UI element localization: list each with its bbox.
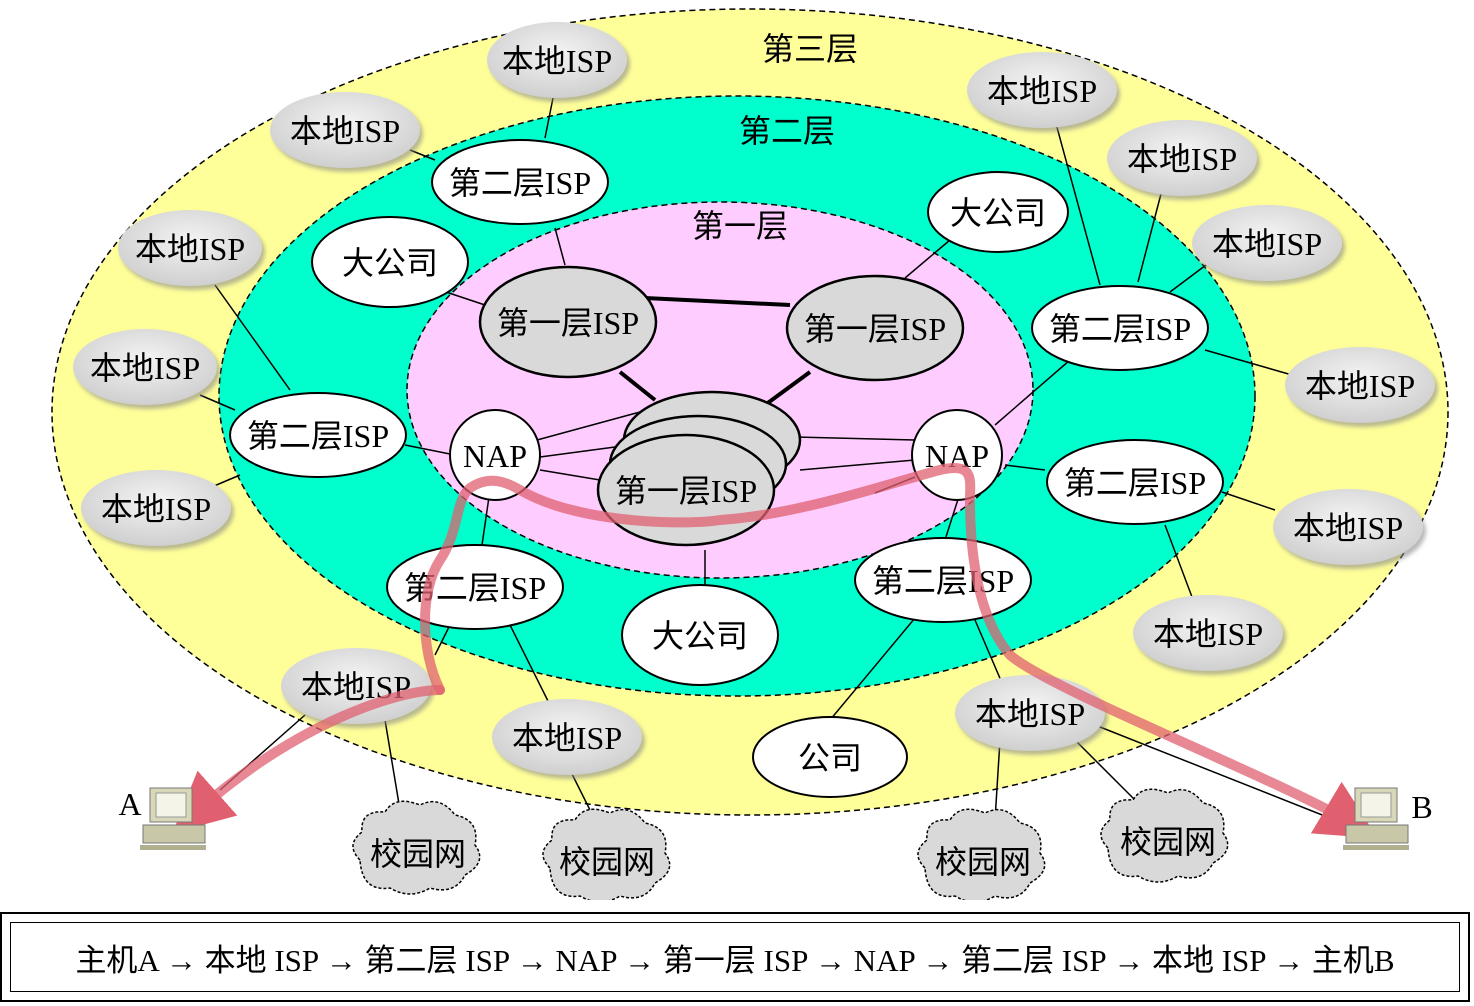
host-b-computer-icon xyxy=(1343,787,1409,850)
svg-text:本地ISP: 本地ISP xyxy=(290,113,400,149)
big-company-node: 大公司 xyxy=(311,216,469,308)
tier2-isp-node: 第二层ISP xyxy=(1046,439,1224,525)
path-to-host-a xyxy=(172,685,445,833)
layer3-label: 第三层 xyxy=(762,31,858,67)
nap-node: NAP xyxy=(911,409,1003,501)
svg-text:校园网: 校园网 xyxy=(370,836,466,872)
svg-text:本地ISP: 本地ISP xyxy=(101,491,211,527)
svg-text:第一层ISP: 第一层ISP xyxy=(615,473,757,509)
local-isp-node: 本地ISP xyxy=(73,329,217,405)
layer1-label: 第一层 xyxy=(692,208,788,244)
svg-text:第二层ISP: 第二层ISP xyxy=(872,563,1014,599)
tier1-isp-node: 第一层ISP xyxy=(478,265,658,379)
tier1-isp-nodes: 第一层ISP 第一层ISP 第一层ISP xyxy=(478,265,965,547)
company-node: 公司 xyxy=(752,716,908,798)
local-isp-node: 本地ISP xyxy=(955,675,1105,751)
campus-nodes: 校园网 校园网 校园网 校园网 xyxy=(352,788,1229,900)
local-isp-node: 本地ISP xyxy=(1107,120,1257,196)
local-isp-node: 本地ISP xyxy=(1285,347,1435,423)
tier2-isp-node: 第二层ISP xyxy=(431,139,609,225)
svg-text:NAP: NAP xyxy=(463,438,527,474)
path-a-to-b xyxy=(420,463,1378,839)
tier2-isp-node: 第二层ISP xyxy=(229,392,407,478)
svg-text:校园网: 校园网 xyxy=(559,844,655,880)
svg-text:本地ISP: 本地ISP xyxy=(975,696,1085,732)
local-isp-node: 本地ISP xyxy=(967,52,1117,128)
svg-text:本地ISP: 本地ISP xyxy=(1212,226,1322,262)
local-isp-node: 本地ISP xyxy=(492,699,642,775)
path-caption-box: 主机A → 本地 ISP → 第二层 ISP → NAP → 第一层 ISP →… xyxy=(0,912,1470,1002)
svg-text:本地ISP: 本地ISP xyxy=(1127,141,1237,177)
svg-text:第一层ISP: 第一层ISP xyxy=(804,311,946,347)
host-b-label: B xyxy=(1411,789,1432,825)
local-isp-node: 本地ISP xyxy=(1192,205,1342,281)
svg-text:本地ISP: 本地ISP xyxy=(90,350,200,386)
tier2-isp-node: 第二层ISP xyxy=(1031,285,1209,371)
tier2-isp-node: 第二层ISP xyxy=(854,537,1032,623)
tier2-isp-node: 第二层ISP xyxy=(386,544,564,630)
big-company-nodes: 大公司 大公司 大公司 xyxy=(311,171,1069,686)
campus-cloud: 校园网 xyxy=(542,808,671,900)
local-isp-node: 本地ISP xyxy=(487,22,627,98)
path-caption: 主机A → 本地 ISP → 第二层 ISP → NAP → 第一层 ISP →… xyxy=(10,922,1460,992)
big-company-node: 大公司 xyxy=(621,584,779,686)
nap-nodes: NAP NAP xyxy=(449,409,1003,501)
svg-text:本地ISP: 本地ISP xyxy=(1153,616,1263,652)
svg-text:校园网: 校园网 xyxy=(1120,824,1216,860)
local-isp-node: 本地ISP xyxy=(81,470,231,546)
local-isp-node: 本地ISP xyxy=(1273,489,1423,565)
campus-cloud: 校园网 xyxy=(917,808,1046,900)
local-isp-node: 本地ISP xyxy=(1133,595,1283,671)
svg-text:本地ISP: 本地ISP xyxy=(502,43,612,79)
local-isp-node: 本地ISP xyxy=(281,648,431,724)
campus-cloud: 校园网 xyxy=(352,800,481,895)
local-isp-node: 本地ISP xyxy=(118,210,262,286)
local-isp-nodes: 本地ISP 本地ISP 本地ISP 本地ISP 本地ISP 本地ISP 本地IS… xyxy=(73,22,1435,775)
host-a-label: A xyxy=(118,786,141,822)
local-isp-node: 本地ISP xyxy=(270,92,420,168)
internet-hierarchy-diagram: 第三层 第二层 第一层 xyxy=(51,8,1449,900)
svg-text:大公司: 大公司 xyxy=(950,195,1046,231)
svg-text:本地ISP: 本地ISP xyxy=(1305,368,1415,404)
host-a-computer-icon xyxy=(140,787,206,850)
big-company-node: 大公司 xyxy=(927,171,1069,253)
campus-cloud: 校园网 xyxy=(1100,788,1229,883)
svg-text:第一层ISP: 第一层ISP xyxy=(497,305,639,341)
svg-text:第二层ISP: 第二层ISP xyxy=(1049,311,1191,347)
nap-node: NAP xyxy=(449,409,541,501)
svg-text:本地ISP: 本地ISP xyxy=(512,720,622,756)
svg-text:公司: 公司 xyxy=(798,740,862,776)
svg-text:本地ISP: 本地ISP xyxy=(1293,510,1403,546)
svg-text:校园网: 校园网 xyxy=(935,844,1031,880)
layer2-label: 第二层 xyxy=(739,113,835,149)
svg-text:第二层ISP: 第二层ISP xyxy=(247,418,389,454)
svg-text:本地ISP: 本地ISP xyxy=(135,231,245,267)
svg-text:大公司: 大公司 xyxy=(342,245,438,281)
svg-text:大公司: 大公司 xyxy=(652,618,748,654)
svg-text:第二层ISP: 第二层ISP xyxy=(1064,465,1206,501)
svg-text:第二层ISP: 第二层ISP xyxy=(449,165,591,201)
tier1-isp-node: 第一层ISP xyxy=(785,274,965,382)
svg-text:本地ISP: 本地ISP xyxy=(987,73,1097,109)
